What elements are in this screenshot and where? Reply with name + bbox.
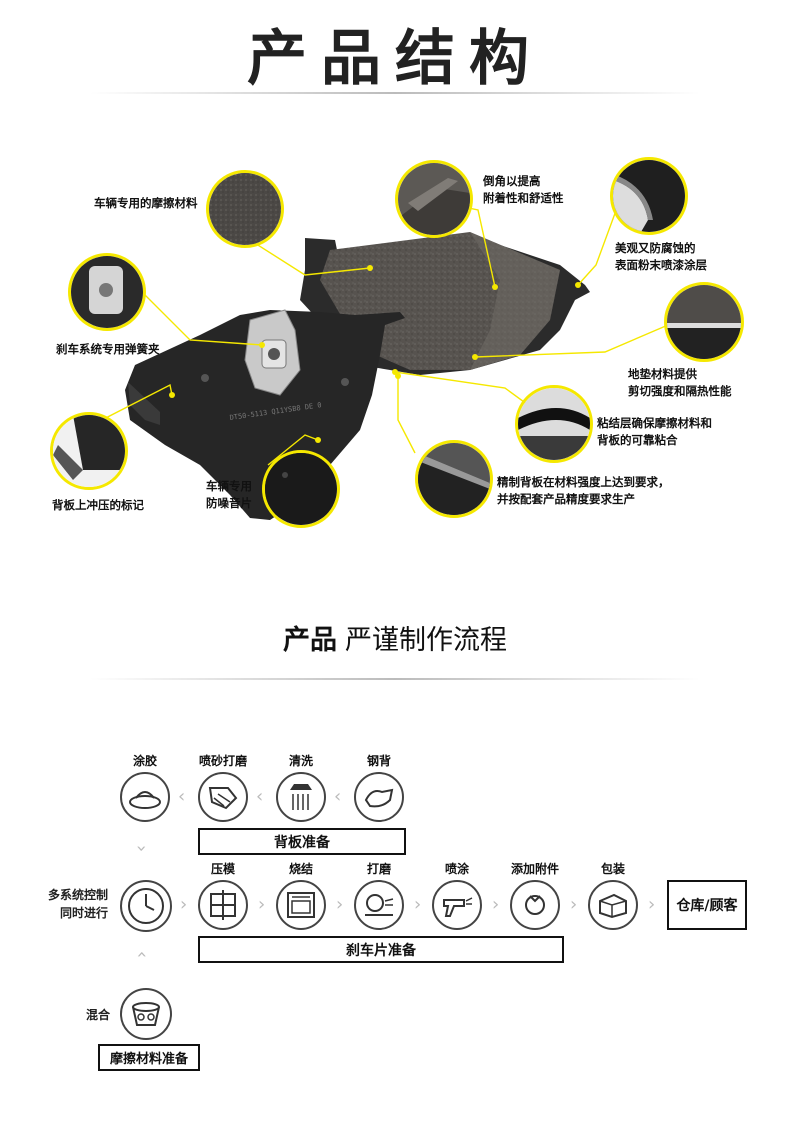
process-title-bold: 产品 — [283, 625, 337, 656]
label-stamped-mark: 背板上冲压的标记 — [52, 498, 144, 512]
warehouse-customer-box: 仓库/顾客 — [667, 880, 747, 930]
oven-icon — [276, 880, 326, 930]
label-bond-layer: 粘结层确保摩擦材料和 背板的可靠粘合 — [597, 416, 712, 447]
spray-gun-icon — [432, 880, 482, 930]
press-icon — [198, 880, 248, 930]
arrow-down-icon: › — [131, 844, 153, 853]
label-vehicle-friction: 车辆专用的摩擦材料 — [94, 196, 198, 210]
arrow-left-icon: ‹ — [334, 786, 342, 807]
arrow-right-icon: › — [336, 894, 344, 915]
title-divider — [90, 92, 700, 94]
label-chamfer: 倒角以提高 附着性和舒适性 — [483, 174, 564, 205]
step-label-press: 压模 — [210, 862, 235, 876]
arrow-right-icon: › — [648, 894, 656, 915]
arrow-right-icon: › — [180, 894, 188, 915]
clock-icon — [120, 880, 172, 932]
label-spring-clip: 刹车系统专用弹簧夹 — [56, 342, 160, 356]
arrow-right-icon: › — [258, 894, 266, 915]
pad-prep-box: 刹车片准备 — [198, 936, 564, 963]
mix-label: 混合 — [86, 1008, 111, 1022]
step-label-wash: 清洗 — [288, 754, 313, 768]
wash-icon — [276, 772, 326, 822]
grind-icon — [354, 880, 404, 930]
front-backplate — [125, 310, 405, 520]
mixer-icon — [120, 988, 172, 1040]
step-label-glue: 涂胶 — [132, 754, 157, 768]
label-paint: 美观又防腐蚀的 表面粉末喷漆涂层 — [615, 241, 707, 272]
step-label-steel-back: 钢背 — [366, 754, 391, 768]
spring-clip-detail-circle — [68, 253, 146, 331]
step-label-sinter: 烧结 — [288, 862, 313, 876]
label-underlayer: 地垫材料提供 剪切强度和隔热性能 — [628, 367, 732, 398]
process-title-rest: 严谨制作流程 — [345, 625, 507, 656]
arrow-up-icon: › — [131, 950, 153, 959]
package-icon — [588, 880, 638, 930]
structure-title: 产品结构 — [247, 24, 543, 94]
friction-detail-circle — [206, 170, 284, 248]
step-label-attach: 添加附件 — [510, 862, 559, 876]
backplate-prep-box: 背板准备 — [198, 828, 406, 855]
wrench-icon — [510, 880, 560, 930]
process-divider — [90, 678, 700, 680]
friction-prep-box: 摩擦材料准备 — [98, 1044, 200, 1071]
sandblast-icon — [198, 772, 248, 822]
chamfer-detail-circle — [395, 160, 473, 238]
arrow-right-icon: › — [570, 894, 578, 915]
step-label-sandblast: 喷砂打磨 — [198, 754, 247, 768]
label-shim: 车辆专用 防噪音片 — [206, 479, 252, 510]
arrow-right-icon: › — [414, 894, 422, 915]
arrow-left-icon: ‹ — [256, 786, 264, 807]
step-label-grind: 打磨 — [366, 862, 391, 876]
brake-pad-illustration: DT50-5113 Q11YSB8 DE 0 — [91, 177, 669, 520]
glue-icon — [120, 772, 170, 822]
arrow-left-icon: ‹ — [178, 786, 186, 807]
bond-layer-detail-circle — [515, 385, 593, 463]
step-label-paint: 喷涂 — [444, 862, 469, 876]
backplate-detail-circle — [415, 440, 493, 518]
paint-detail-circle — [610, 157, 688, 235]
multi-control-label: 多系统控制 同时进行 — [48, 888, 109, 920]
steel-back-icon — [354, 772, 404, 822]
stamped-mark-detail-circle — [50, 412, 128, 490]
step-label-pack: 包装 — [600, 862, 625, 876]
arrow-right-icon: › — [492, 894, 500, 915]
underlayer-detail-circle — [664, 282, 744, 362]
shim-detail-circle — [262, 450, 340, 528]
process-title: 产品严谨制作流程 — [0, 618, 790, 657]
label-backplate: 精制背板在材料强度上达到要求， 并按配套产品精度要求生产 — [497, 475, 670, 506]
